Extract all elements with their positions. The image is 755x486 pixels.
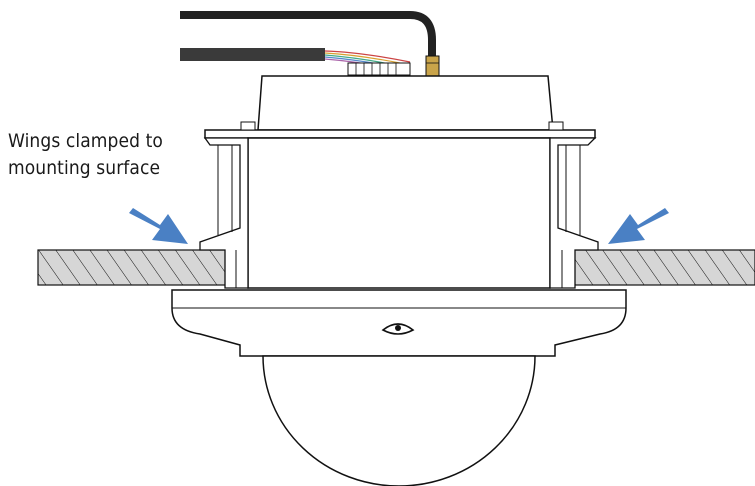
wing-clamp-left [199,137,249,289]
dome-bubble [262,355,536,486]
mounting-surface-right [573,249,755,286]
arrow-icon [129,208,188,244]
dome-base [171,289,627,357]
camera-top-housing [204,75,596,289]
cables [180,11,440,77]
arrow-icon [608,208,669,244]
annotation-line-2: mounting surface [8,157,161,179]
wings-annotation: Wings clamped to mounting surface [8,128,183,182]
wing-clamp-right [549,137,599,289]
annotation-line-1: Wings clamped to [8,130,163,152]
mounting-surface-left [37,249,229,286]
